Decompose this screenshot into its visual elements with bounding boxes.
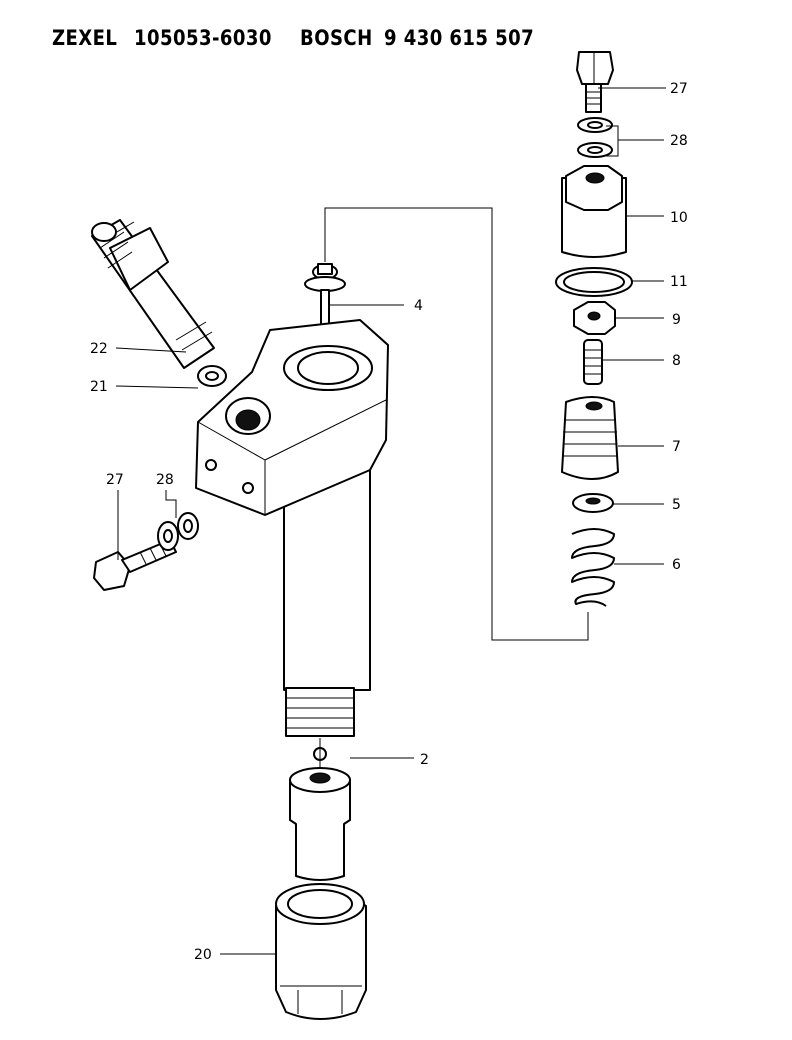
callout-8: 8 xyxy=(672,353,681,369)
callout-27-top: 27 xyxy=(670,81,688,97)
callout-7: 7 xyxy=(672,439,681,455)
part-28-washers-left xyxy=(157,512,199,551)
callout-27-left: 27 xyxy=(106,472,124,488)
part-20-nozzle-nut xyxy=(275,883,367,1020)
part-7-spring-retainer xyxy=(561,396,619,480)
part-10-cap-nut xyxy=(561,165,627,258)
part-6-spring xyxy=(571,528,615,607)
callout-6: 6 xyxy=(672,557,681,573)
part-5-spring-seat xyxy=(572,493,614,513)
callout-2: 2 xyxy=(420,752,429,768)
part-27-bolt-top xyxy=(576,51,614,113)
part-21-washer xyxy=(197,365,227,387)
nozzle xyxy=(289,767,351,881)
header-brand1: ZEXEL xyxy=(52,26,118,50)
part-9-nut xyxy=(573,301,616,335)
header-number1: 105053-6030 xyxy=(134,26,272,50)
callout-5: 5 xyxy=(672,497,681,513)
callout-10: 10 xyxy=(670,210,688,226)
callout-28-left: 28 xyxy=(156,472,174,488)
callout-labels: 27 28 10 11 9 8 7 5 6 4 22 21 27 28 2 20 xyxy=(90,81,688,963)
callout-4: 4 xyxy=(414,298,423,314)
part-2-pin xyxy=(313,738,327,770)
part-22-inlet-connector xyxy=(91,219,215,369)
part-28-washers-top xyxy=(577,117,613,158)
part-8-adjusting-screw xyxy=(583,339,603,385)
leader-lines xyxy=(115,87,666,955)
callout-21: 21 xyxy=(90,379,108,395)
header-brand2: BOSCH xyxy=(300,26,373,50)
callout-9: 9 xyxy=(672,312,681,328)
callout-22: 22 xyxy=(90,341,108,357)
assembly-connector-line xyxy=(324,207,589,641)
callout-20: 20 xyxy=(194,947,212,963)
holder-body xyxy=(195,319,389,737)
callout-28-top: 28 xyxy=(670,133,688,149)
part-11-seal-ring xyxy=(555,267,633,297)
callout-11: 11 xyxy=(670,274,688,290)
header-number2: 9 430 615 507 xyxy=(384,26,535,50)
